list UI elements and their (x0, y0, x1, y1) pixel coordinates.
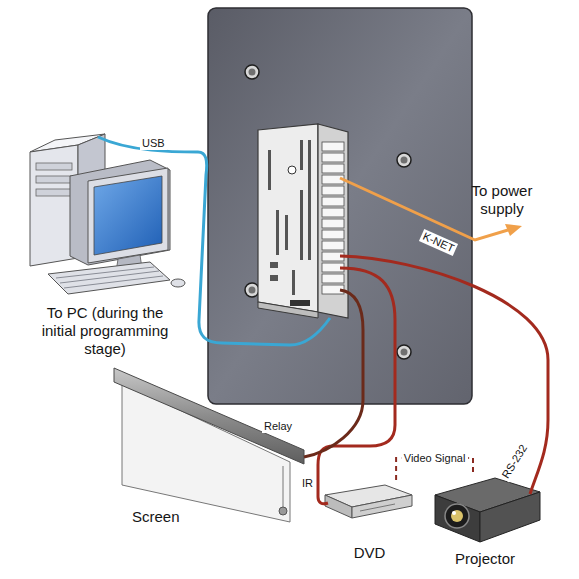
device-node: Projector (425, 476, 545, 572)
signal-label: To power supply (450, 182, 554, 218)
ir-cable (318, 268, 395, 504)
terminal-block (322, 142, 344, 294)
signal-label: USB (140, 137, 167, 150)
node-text: Projector (455, 550, 515, 568)
node-text: To PC (during the initial programming st… (29, 304, 181, 358)
pc-illustration (30, 134, 185, 294)
node-text: Screen (132, 508, 180, 526)
device-node: DVD (322, 480, 417, 566)
node-text: DVD (354, 544, 386, 562)
edge-label: Video Signal (401, 452, 469, 465)
screw (245, 65, 411, 359)
signal-label: IR (300, 477, 315, 490)
signal-label: RS-232 (498, 441, 531, 483)
relay-cable (304, 290, 363, 457)
projector (435, 478, 540, 542)
controller-module (258, 124, 348, 318)
rs232-cable (340, 256, 548, 494)
dvd-player (325, 485, 412, 518)
projection-screen (114, 368, 304, 522)
signal-label: Relay (262, 420, 294, 433)
device-node: To PC (during the initial programming st… (18, 140, 192, 362)
device-node: Screen (110, 365, 305, 530)
